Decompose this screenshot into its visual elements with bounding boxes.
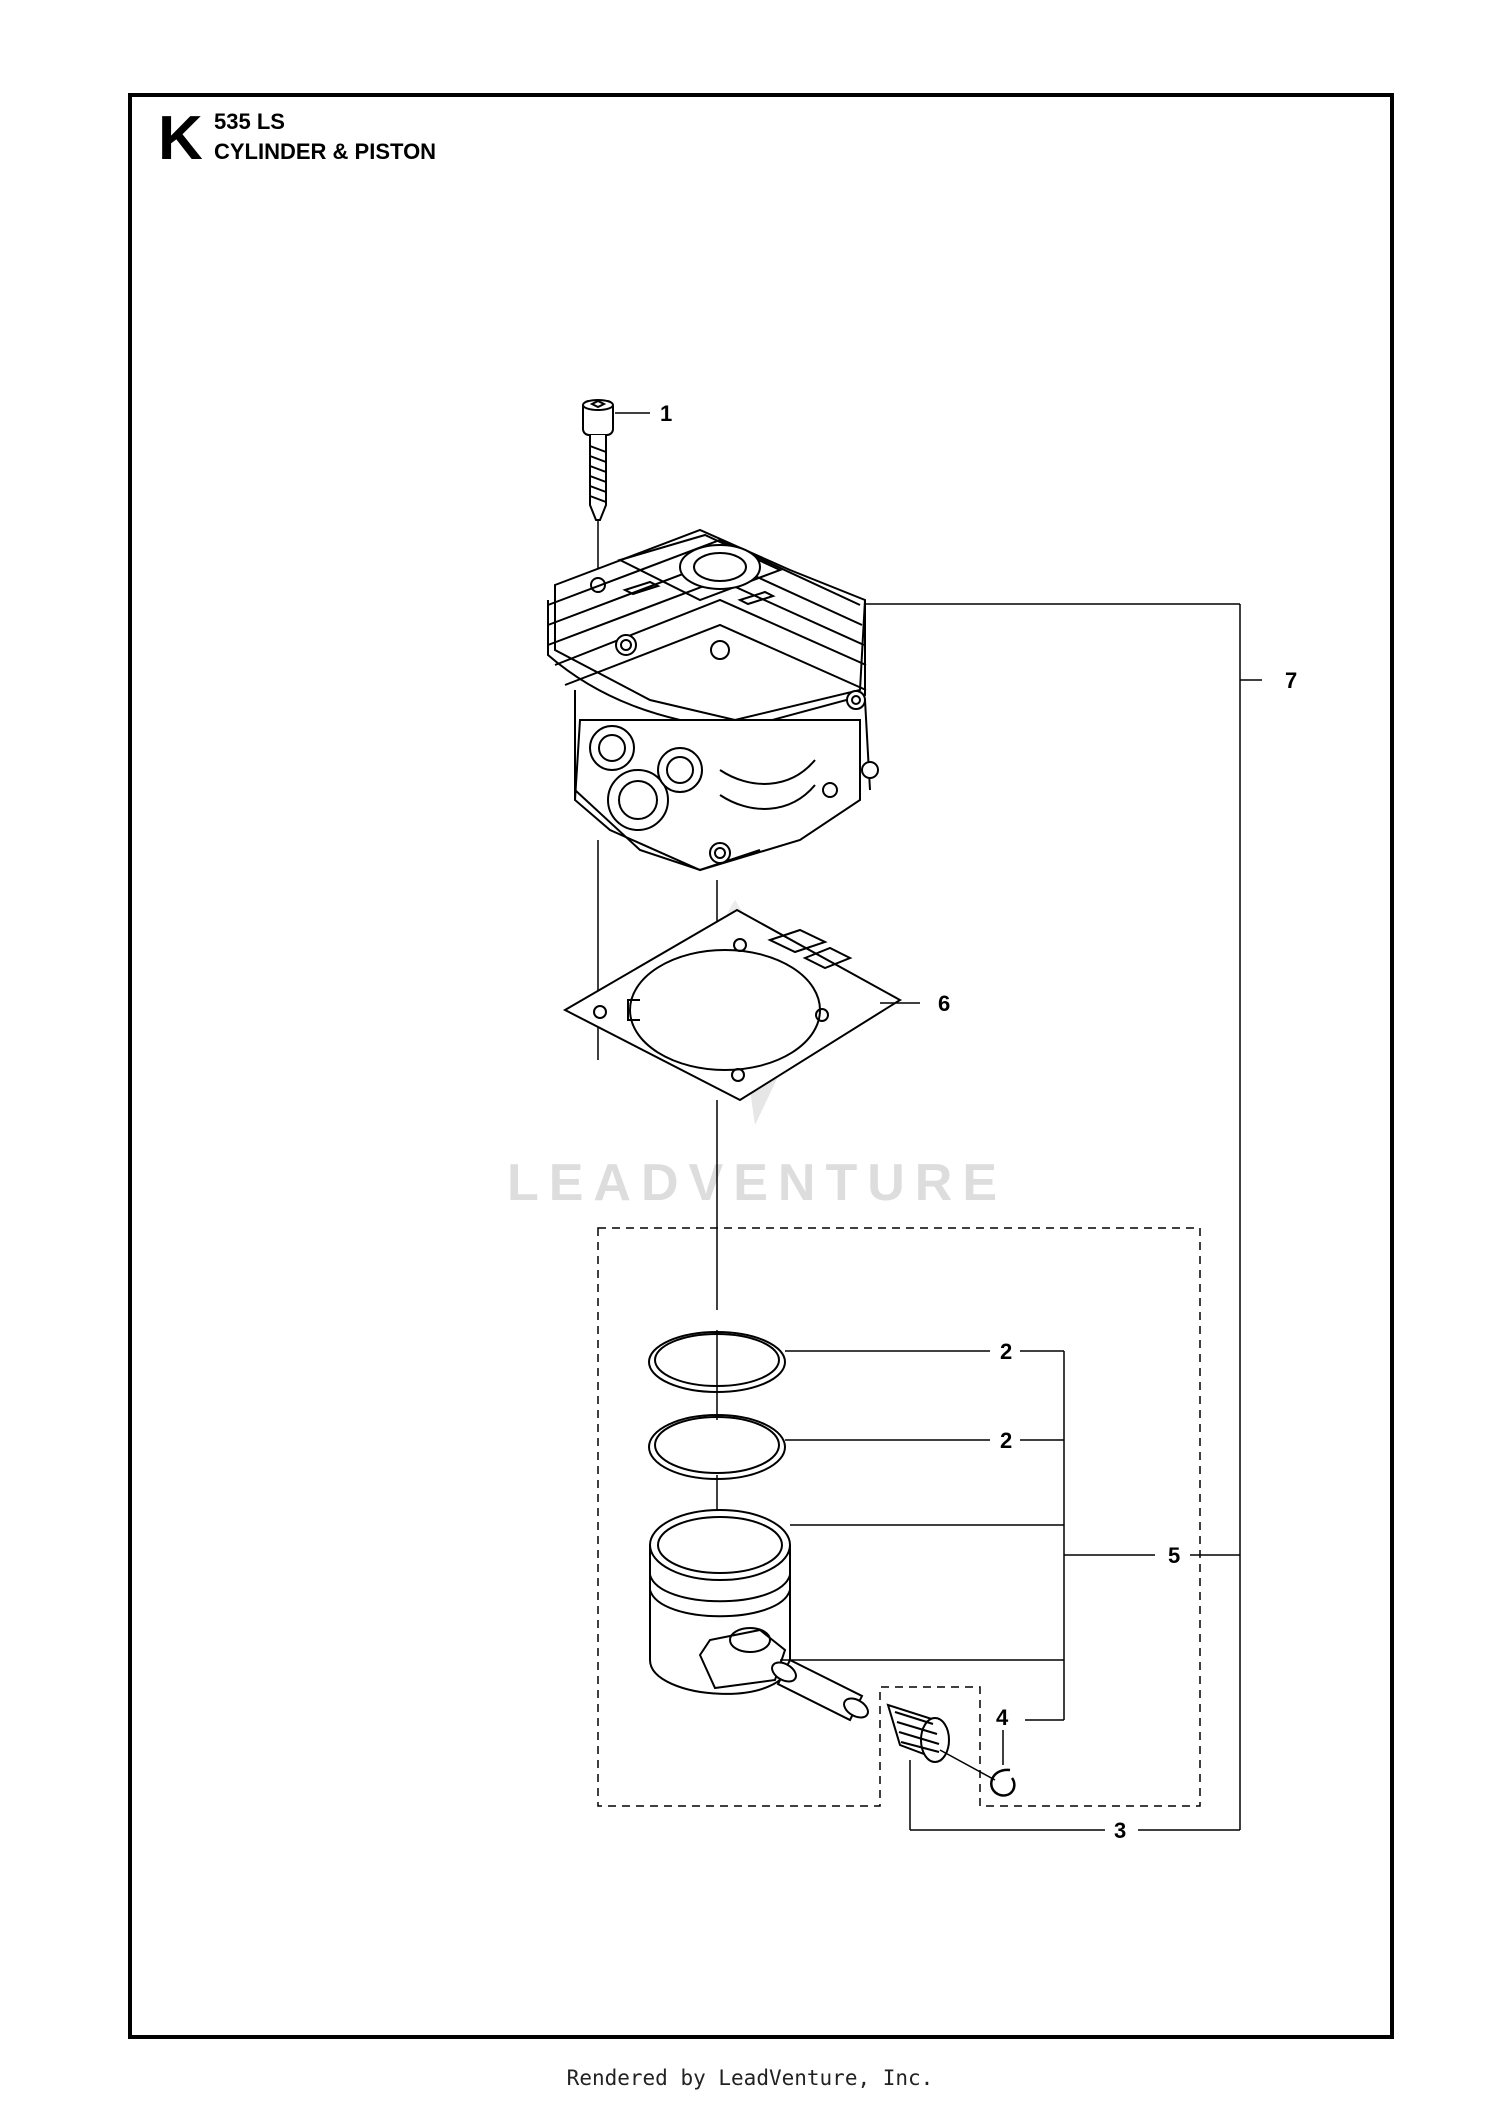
section-letter: K: [158, 104, 203, 173]
callout-5: 5: [1168, 1543, 1180, 1568]
piston-part: [649, 1509, 791, 1695]
callout-7: 7: [1285, 668, 1297, 693]
piston-kit-box: [597, 1227, 1201, 1807]
screw-part: [582, 399, 614, 521]
diagram-frame: [128, 93, 1394, 2039]
model-name: 535 LS: [214, 109, 285, 134]
cylinder-part: [547, 528, 879, 872]
callout-4: 4: [996, 1705, 1009, 1730]
piston-ring-lower: [648, 1414, 786, 1480]
callout-1: 1: [660, 401, 672, 426]
gasket-part: [562, 908, 902, 1102]
diagram-title: CYLINDER & PISTON: [214, 139, 437, 164]
callout-2-upper: 2: [1000, 1339, 1012, 1364]
callout-6: 6: [938, 991, 950, 1016]
watermark-text: LEADVENTURE: [507, 1154, 1007, 1212]
leader-lines: [615, 412, 1262, 1831]
wrist-pin-part: [771, 1658, 869, 1722]
circlip-part: [990, 1768, 1016, 1797]
needle-bearing-part: [886, 1703, 950, 1763]
callout-2-lower: 2: [1000, 1428, 1012, 1453]
callout-3: 3: [1114, 1818, 1126, 1843]
footer-credit: Rendered by LeadVenture, Inc.: [566, 2066, 934, 2090]
